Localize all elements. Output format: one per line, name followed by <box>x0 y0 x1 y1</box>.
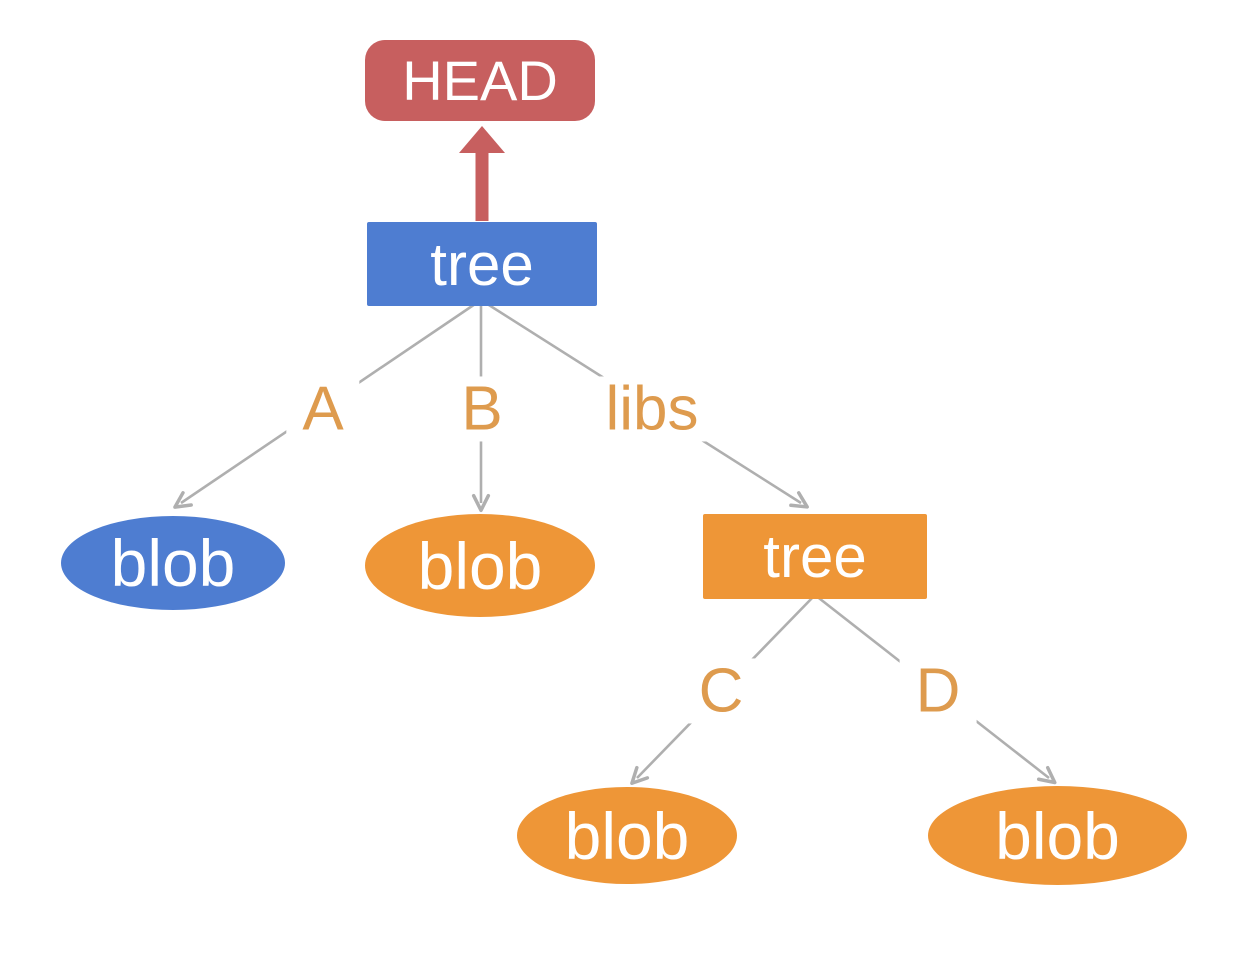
node-blob-c: blob <box>517 787 737 884</box>
node-blob-c-label: blob <box>564 798 690 873</box>
node-head-label: HEAD <box>402 49 558 112</box>
edge-label-c: C <box>682 658 760 724</box>
node-blob-a-label: blob <box>110 526 236 600</box>
node-libs-tree-label: tree <box>763 523 867 590</box>
node-blob-a: blob <box>61 516 285 610</box>
node-blob-d: blob <box>928 786 1187 885</box>
node-blob-d-label: blob <box>995 798 1120 873</box>
node-root-tree: tree <box>367 222 597 306</box>
edge-label-a: A <box>286 376 360 442</box>
edge-label-d: D <box>899 658 977 724</box>
node-blob-b-label: blob <box>417 528 543 603</box>
edge-label-b: B <box>445 376 519 442</box>
head-pointer-arrowhead-icon <box>459 126 505 153</box>
node-blob-b: blob <box>365 514 595 617</box>
edge-label-libs: libs <box>589 376 715 442</box>
node-head: HEAD <box>365 40 595 121</box>
node-libs-tree: tree <box>703 514 927 599</box>
node-root-tree-label: tree <box>430 230 534 298</box>
